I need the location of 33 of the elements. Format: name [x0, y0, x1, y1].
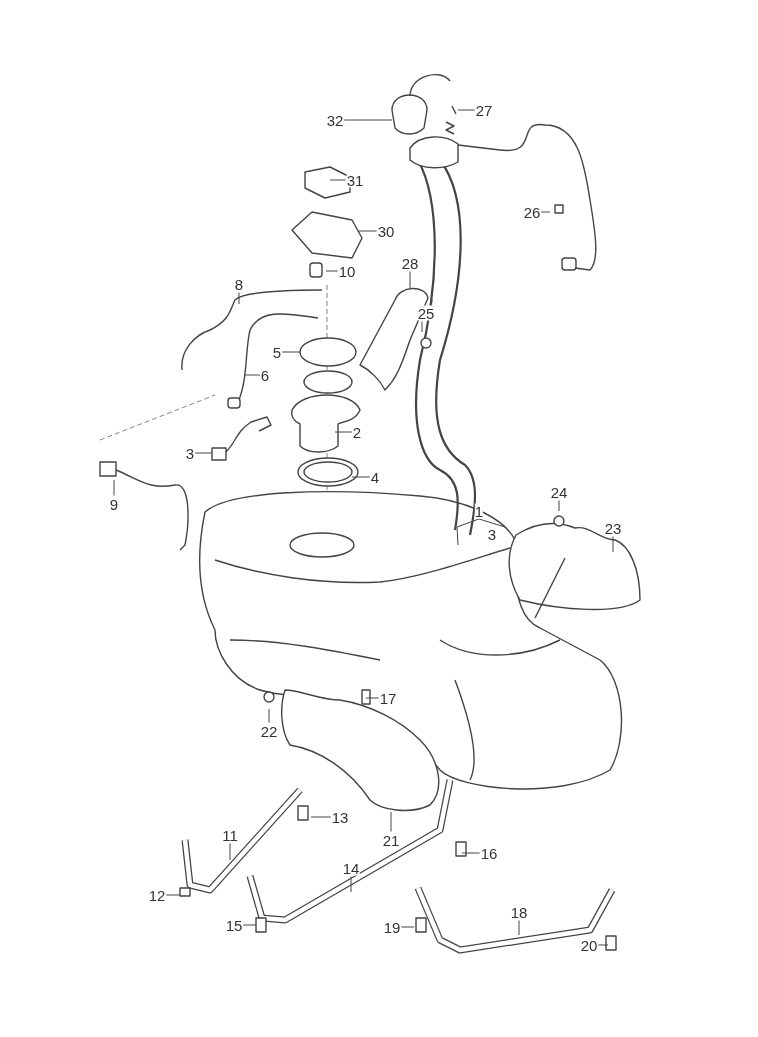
- leader-line: [310, 816, 332, 818]
- leader-line: [244, 374, 261, 376]
- leader-line: [558, 500, 560, 512]
- leader-line: [421, 321, 423, 333]
- leader-line: [194, 452, 213, 454]
- leader-line: [400, 926, 415, 928]
- leader-line: [281, 351, 301, 353]
- leader-line: [457, 109, 476, 111]
- leader-line: [165, 894, 181, 896]
- bracket-leader-line: [456, 518, 506, 546]
- leader-line: [268, 708, 270, 723]
- callout-number: 25: [417, 305, 435, 321]
- leader-line: [357, 230, 378, 232]
- leader-line: [518, 920, 520, 936]
- leader-line: [365, 697, 380, 699]
- leader-line: [409, 271, 411, 289]
- leader-line: [540, 211, 551, 213]
- leader-line: [229, 843, 231, 861]
- leader-line: [612, 536, 614, 553]
- leader-line: [351, 476, 371, 478]
- leader-line: [113, 479, 115, 496]
- callout-number: 31: [346, 172, 364, 188]
- leader-line: [242, 924, 257, 926]
- leader-line: [334, 431, 353, 433]
- leader-line: [238, 292, 240, 305]
- callout-number: 1: [474, 503, 484, 519]
- leader-line: [329, 179, 347, 181]
- leader-line: [325, 270, 339, 272]
- leader-line: [390, 811, 392, 832]
- leader-line: [461, 852, 481, 854]
- leader-line: [350, 876, 352, 893]
- leader-line: [597, 944, 609, 946]
- leader-line: [343, 119, 393, 121]
